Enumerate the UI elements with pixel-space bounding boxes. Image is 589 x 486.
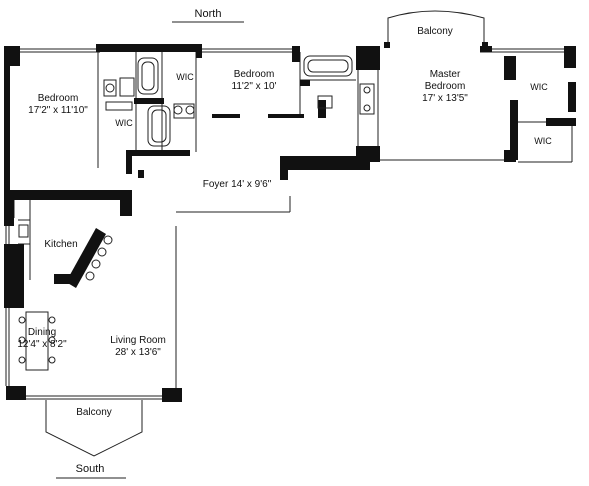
- bedroom-middle-size: 11'2" x 10': [231, 81, 277, 92]
- wic-label-3: WIC: [530, 82, 548, 92]
- foyer-label: Foyer 14' x 9'6": [202, 179, 272, 190]
- bedroom-west-size: 17'2" x 11'10": [28, 105, 88, 116]
- living-name: Living Room: [110, 335, 166, 346]
- wic-label-2: WIC: [115, 118, 133, 128]
- living-size: 28' x 13'6": [115, 347, 161, 358]
- dining-size: 12'4" x 8'2": [17, 339, 67, 350]
- thin-lines: [5, 10, 573, 457]
- bedroom-west-name: Bedroom: [37, 93, 79, 104]
- kitchen-label: Kitchen: [44, 239, 78, 250]
- bedroom-middle-name: Bedroom: [233, 69, 275, 80]
- master-size: 17' x 13'5": [422, 93, 468, 104]
- north-label: North: [194, 8, 222, 20]
- dining-name: Dining: [27, 327, 57, 338]
- wic-label-4: WIC: [534, 136, 552, 146]
- south-label: South: [75, 463, 105, 475]
- balcony-north-label: Balcony: [417, 26, 453, 37]
- wic-label-1: WIC: [176, 72, 194, 82]
- fixtures: [18, 55, 375, 371]
- master-line2: Bedroom: [424, 81, 466, 92]
- walls: [4, 42, 576, 402]
- balcony-south-label: Balcony: [76, 407, 112, 418]
- master-line1: Master: [429, 69, 461, 80]
